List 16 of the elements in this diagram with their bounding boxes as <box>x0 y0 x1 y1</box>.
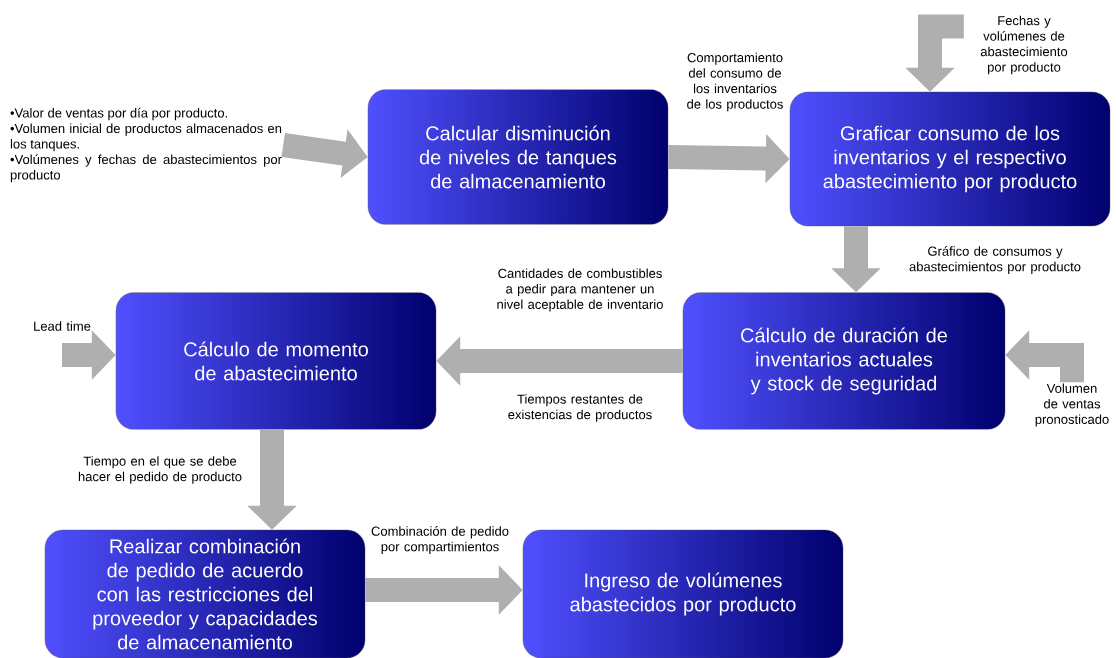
process-box: Ingreso de volúmenes abastecidos por producto <box>522 529 844 658</box>
edge-label: Gráfico de consumos y abastecimientos por producto <box>909 246 1081 274</box>
input-text: Lead time <box>34 321 91 331</box>
input-text: •Valor de ventas por día por producto. •Volumen inicial de productos almacenados en los tanques. •Volúmenes y fechas de abastecimientos por producto <box>10 107 282 183</box>
process-box: Cálculo de momento de abastecimiento <box>115 292 437 430</box>
process-box: Calcular disminución de niveles de tanques de almacenamiento <box>367 89 669 225</box>
edge-label: Comportamiento del consumo de los inventarios de los productos <box>687 52 783 112</box>
process-box: Graficar consumo de los inventarios y el respectivo abastecimiento por producto <box>789 91 1111 227</box>
input-text: Fechas y volúmenes de abastecimiento por producto <box>980 15 1068 75</box>
edge-label: Combinación de pedido por compartimientos <box>371 526 509 554</box>
process-box: Realizar combinación de pedido de acuerdo con las restricciones del proveedor y capacidades de almacenamiento <box>44 529 366 658</box>
process-box: Cálculo de duración de inventarios actuales y stock de seguridad <box>682 292 1006 430</box>
input-text: Volumen de ventas pronosticado <box>1035 383 1109 427</box>
edge-label: Cantidades de combustibles a pedir para mantener un nivel aceptable de inventario <box>497 268 663 312</box>
edge-label: Tiempo en el que se debe hacer el pedido de producto <box>78 456 242 484</box>
note-text: Tiempos restantes de existencias de productos <box>508 394 652 422</box>
